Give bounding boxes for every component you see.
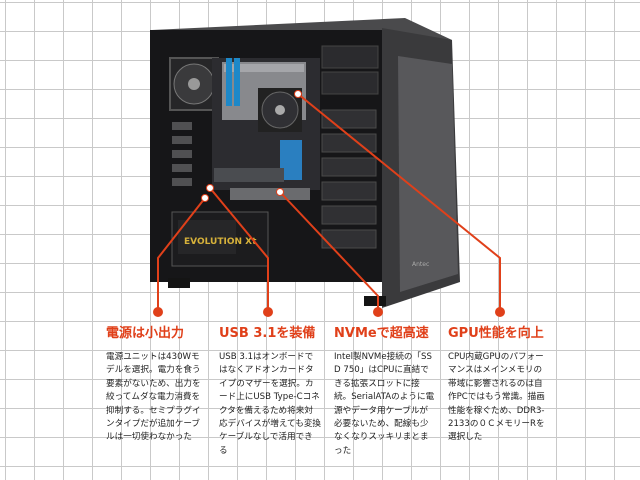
callout-dots (153, 307, 505, 317)
callout-origin-dots (201, 90, 302, 202)
leader-usb31 (209, 187, 269, 312)
callout-memory-title: GPU性能を向上 (448, 326, 544, 341)
case-foot-left (168, 278, 190, 288)
drive-bays (321, 45, 379, 249)
callout-usb31-body: USB 3.1はオンボードではなくアドオンカードタイプのマザーを選択。カード上に… (219, 352, 322, 456)
leader-nvme (279, 191, 379, 312)
callout-leaders (157, 93, 501, 312)
origin-usb31 (206, 184, 214, 192)
callout-nvme: NVMeで超高速 Intel製NVMe接続の「SSD 750」はCPUに直結でき… (334, 322, 436, 458)
dot-usb31 (263, 307, 273, 317)
callout-usb31-title: USB 3.1を装備 (219, 326, 316, 341)
usb31-addon-card (214, 168, 284, 182)
callout-memory: GPU性能を向上 CPU内蔵GPUのパフォーマンスはメインメモリの帯域に影響され… (448, 322, 548, 445)
callout-nvme-body: Intel製NVMe接続の「SSD 750」はCPUに直結できる拡張スロットに接… (334, 352, 435, 456)
nvme-ssd-card (230, 188, 310, 200)
dot-nvme (373, 307, 383, 317)
callout-psu: 電源は小出力 電源ユニットは430Wモデルを選択。電力を食う要素がないため、出力… (106, 322, 208, 445)
origin-psu (201, 194, 209, 202)
callout-nvme-title: NVMeで超高速 (334, 326, 429, 341)
callout-usb31: USB 3.1を装備 USB 3.1はオンボードではなくアドオンカードタイプのマ… (219, 322, 321, 458)
callout-memory-body: CPU内蔵GPUのパフォーマンスはメインメモリの帯域に影響されるのは自作PCでは… (448, 352, 545, 443)
origin-nvme (276, 188, 284, 196)
dot-psu (153, 307, 163, 317)
expansion-slot-covers (172, 122, 192, 186)
case-front-bezel (398, 56, 458, 292)
callout-psu-body: 電源ユニットは430Wモデルを選択。電力を食う要素がないため、出力を絞ってムダな… (106, 352, 201, 443)
leader-memory (297, 93, 501, 312)
leader-psu (157, 197, 206, 312)
rear-fan (169, 57, 219, 111)
case-front-logo: Antec (412, 261, 429, 268)
chipset-heatsink (280, 140, 302, 180)
origin-memory (294, 90, 302, 98)
memory-modules (226, 58, 240, 106)
callout-psu-title: 電源は小出力 (106, 326, 185, 341)
dot-memory (495, 307, 505, 317)
case-foot-right (364, 296, 386, 306)
psu-brand-logo: EVOLUTION Xt (184, 237, 257, 247)
